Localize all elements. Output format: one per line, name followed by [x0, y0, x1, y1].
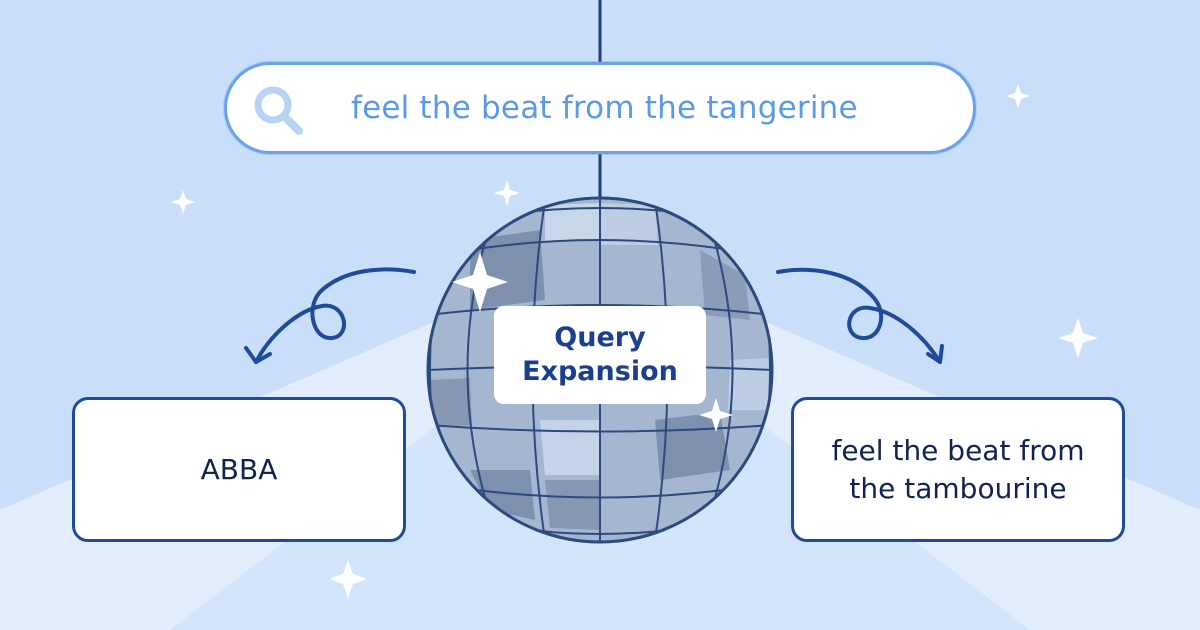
search-bar[interactable]: feel the beat from the tangerine	[224, 62, 976, 154]
sparkle-icon	[452, 252, 508, 312]
result-box-left: ABBA	[72, 397, 406, 542]
sparkles	[171, 84, 1098, 598]
sparkle-icon	[171, 190, 195, 214]
result-box-right: feel the beat from the tambourine	[791, 397, 1125, 542]
search-icon	[254, 86, 303, 135]
sparkle-icon	[1058, 318, 1098, 358]
sparkle-icon	[494, 180, 520, 206]
query-expansion-label: Query Expansion	[494, 306, 706, 404]
sparkle-icon	[329, 560, 367, 598]
result-right-text: feel the beat from the tambourine	[831, 433, 1085, 505]
sparkle-icon	[1006, 84, 1030, 108]
arrow-to-left-result	[244, 267, 416, 364]
search-query-text: feel the beat from the tangerine	[351, 90, 858, 126]
result-left-text: ABBA	[200, 452, 278, 486]
sparkle-icon	[699, 398, 733, 432]
arrow-to-right-result	[776, 267, 944, 364]
